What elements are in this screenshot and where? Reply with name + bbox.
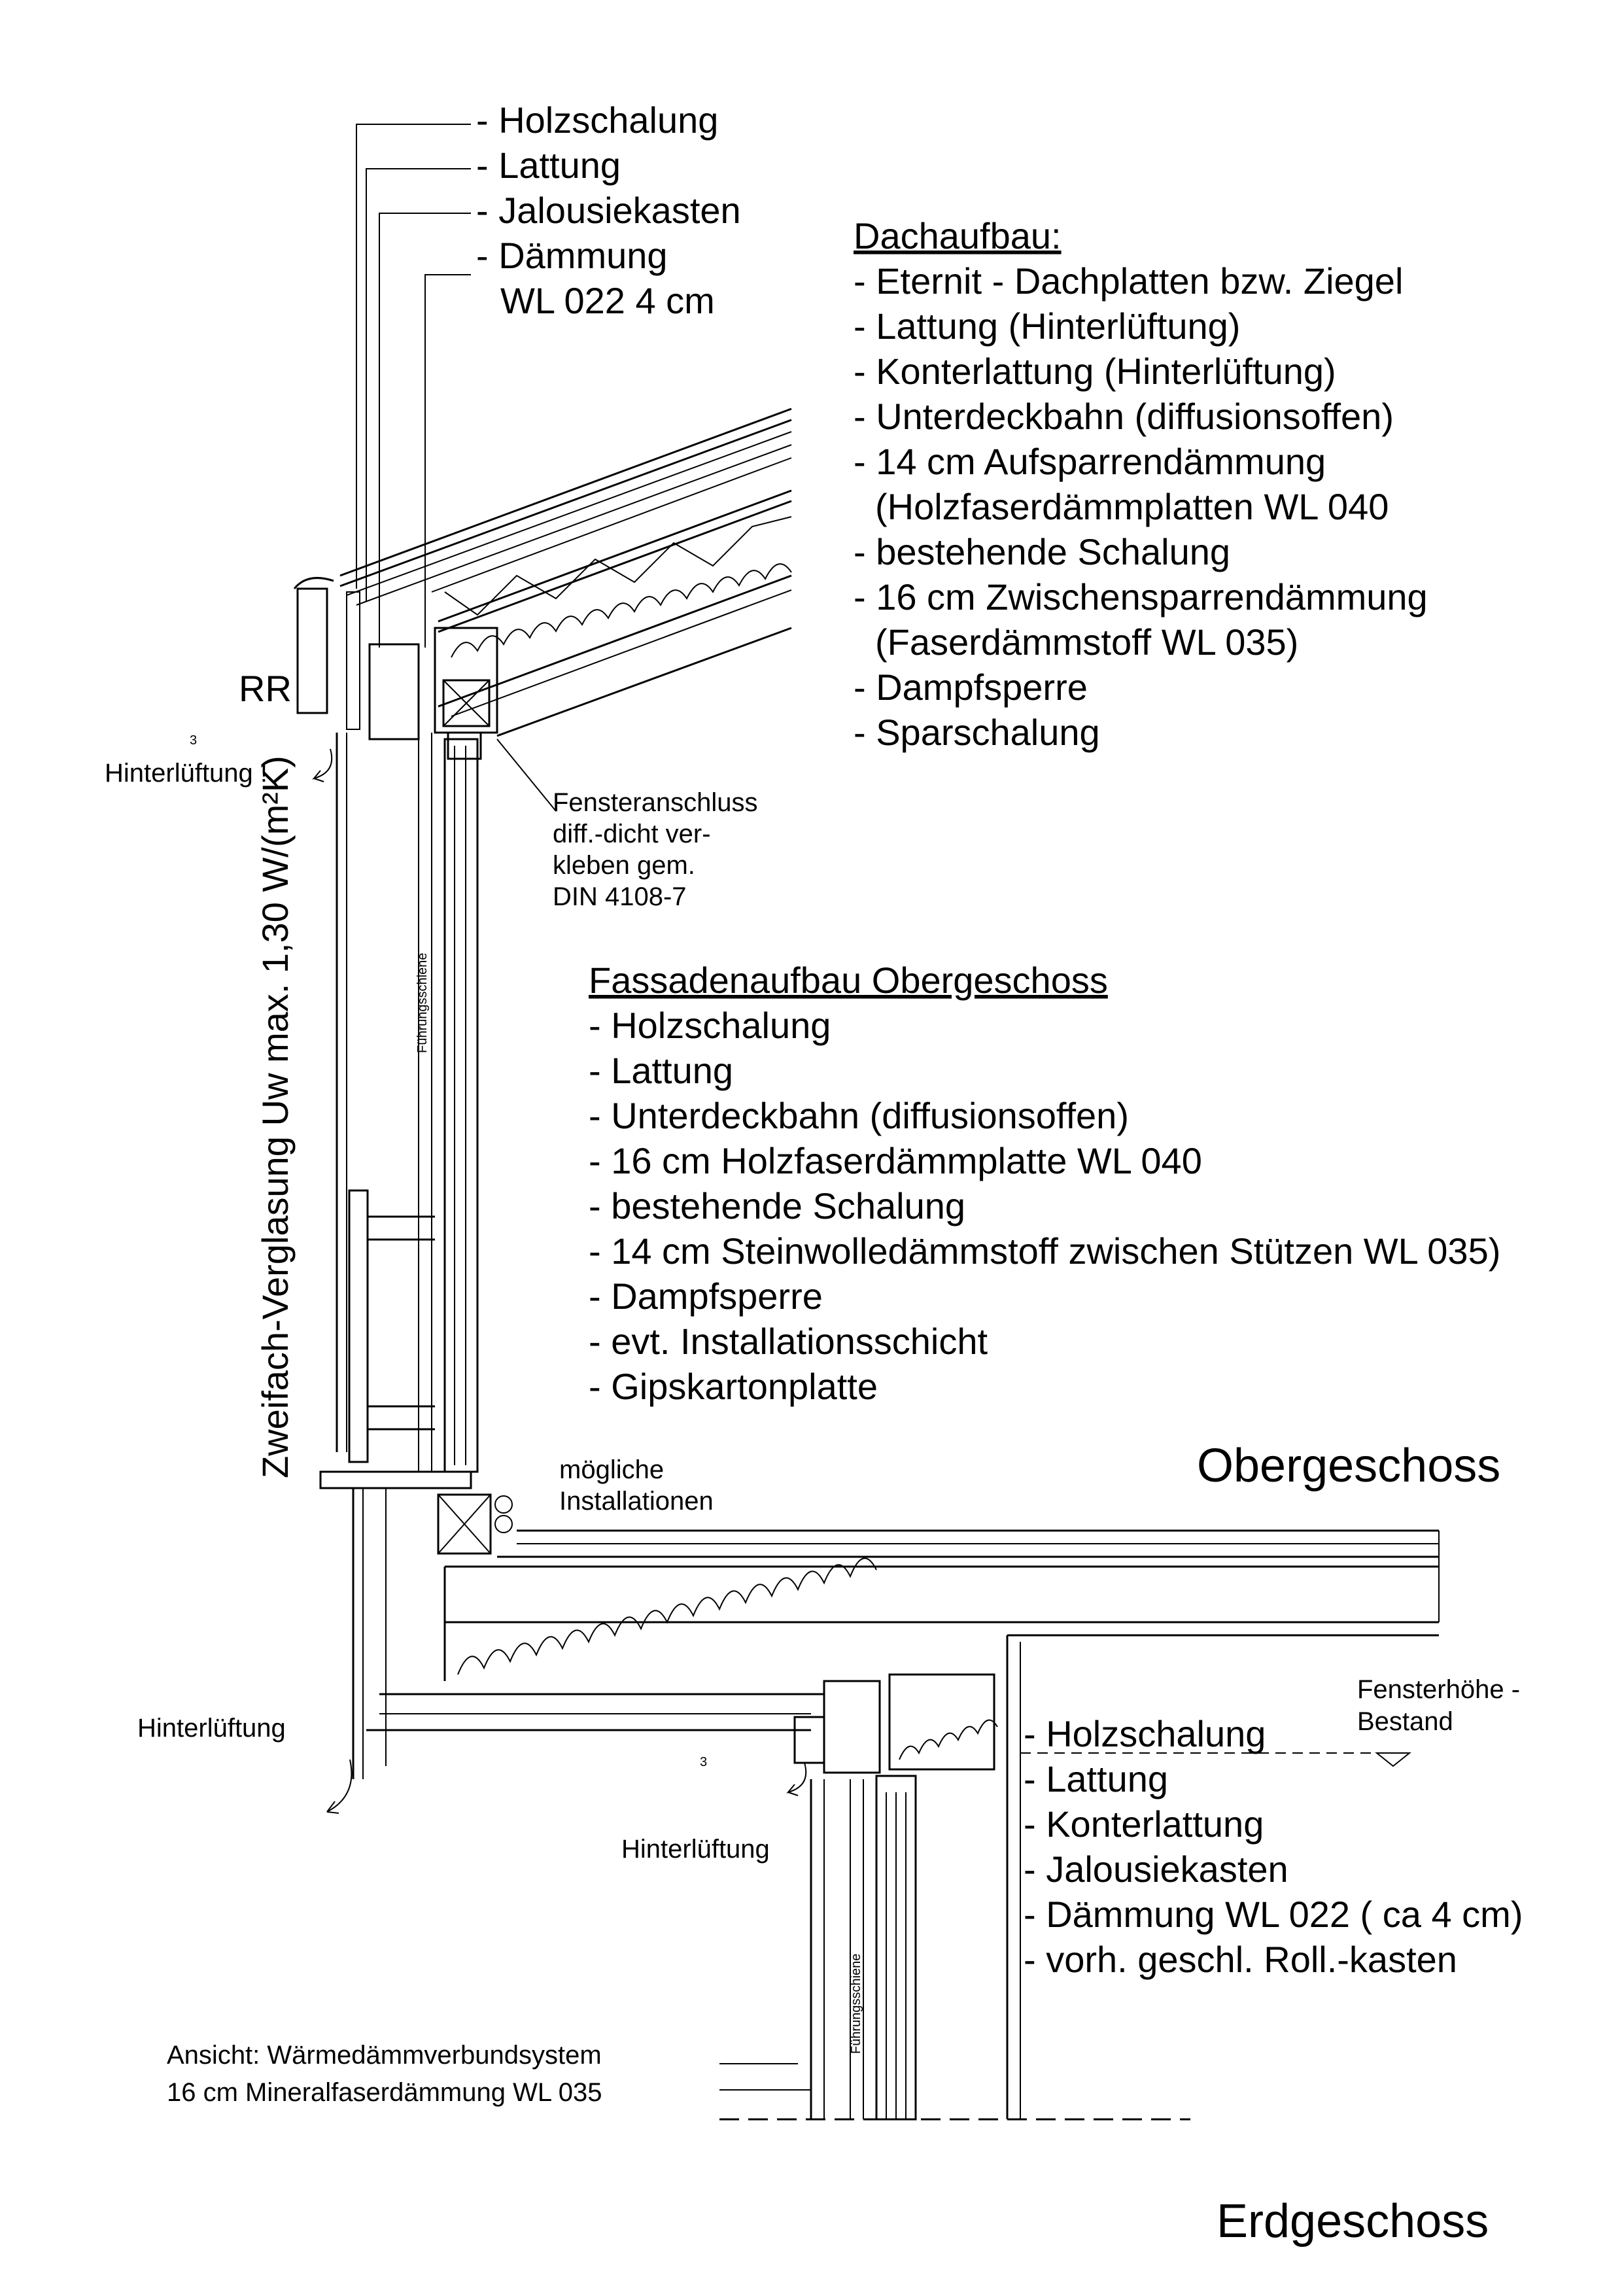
top-left-item-1: - Holzschalung: [476, 99, 718, 141]
dachaufbau-item: - bestehende Schalung: [854, 531, 1230, 572]
fassade-item: - Gipskartonplatte: [589, 1366, 878, 1407]
dachaufbau-item: - Konterlattung (Hinterlüftung): [854, 351, 1336, 392]
roof-section: [293, 408, 792, 740]
hinterlueftung-exclaim: Hinterlüftung !: [105, 759, 268, 788]
bottom-list-item: - Dämmung WL 022 ( ca 4 cm): [1024, 1894, 1523, 1935]
dachaufbau-item: - Unterdeckbahn (diffusionsoffen): [854, 396, 1394, 437]
obergeschoss-label: Obergeschoss: [1197, 1440, 1500, 1492]
fassade-item: - Dampfsperre: [589, 1276, 823, 1317]
top-left-item-3: - Jalousiekasten: [476, 190, 741, 231]
dachaufbau-item: - Eternit - Dachplatten bzw. Ziegel: [854, 260, 1403, 302]
fensteranschluss-line-1: Fensteranschluss: [553, 788, 757, 817]
dachaufbau-item: (Faserdämmstoff WL 035): [875, 621, 1298, 663]
fuehrungsschiene-bottom: Führungsschiene: [849, 1954, 863, 2054]
ansicht-line-2: 16 cm Mineralfaserdämmung WL 035: [167, 2078, 602, 2107]
fassade-block: Fassadenaufbau Obergeschoss - Holzschalu…: [589, 960, 1500, 1407]
dachaufbau-block: Dachaufbau: - Eternit - Dachplatten bzw.…: [854, 215, 1428, 753]
top-left-list: - Holzschalung - Lattung - Jalousiekaste…: [476, 99, 741, 321]
fassade-item: - Lattung: [589, 1050, 733, 1091]
fassade-item: - bestehende Schalung: [589, 1185, 965, 1226]
fensterhoehe-line-1: Fensterhöhe -: [1357, 1675, 1520, 1704]
dachaufbau-item: - Sparschalung: [854, 712, 1100, 753]
leader-lines: [312, 124, 807, 2064]
hinterlueftung-mid: Hinterlüftung: [621, 1835, 770, 1864]
erdgeschoss-label: Erdgeschoss: [1217, 2195, 1489, 2248]
fassade-item: - Holzschalung: [589, 1005, 831, 1046]
annotation-labels: RR 3 Hinterlüftung ! Zweifach-Verglasung…: [105, 668, 1520, 2107]
dachaufbau-title: Dachaufbau:: [854, 215, 1062, 256]
dimension-3-top: 3: [190, 733, 197, 748]
bottom-list-item: - Lattung: [1024, 1758, 1168, 1799]
ansicht-line-1: Ansicht: Wärmedämmverbundsystem: [167, 2041, 602, 2070]
fensteranschluss-line-2: diff.-dicht ver-: [553, 820, 711, 848]
lower-wall-section: [352, 1488, 1411, 2121]
top-left-item-5: WL 022 4 cm: [500, 280, 715, 321]
dachaufbau-item: - 16 cm Zwischensparrendämmung: [854, 576, 1428, 617]
fensteranschluss-line-3: kleben gem.: [553, 851, 695, 880]
hinterlueftung-left: Hinterlüftung: [137, 1714, 286, 1743]
dachaufbau-item: (Holzfaserdämmplatten WL 040: [875, 486, 1389, 527]
bottom-list-item: - Konterlattung: [1024, 1803, 1264, 1845]
bottom-list-block: - Holzschalung - Lattung - Konterlattung…: [1024, 1713, 1523, 1980]
fensterhoehe-line-2: Bestand: [1357, 1707, 1453, 1736]
moegliche-line-1: mögliche: [559, 1455, 664, 1484]
bottom-list-item: - vorh. geschl. Roll.-kasten: [1024, 1939, 1457, 1980]
glazing-label: Zweifach-Verglasung Uw max. 1,30 W/(m²K): [254, 755, 296, 1478]
fuehrungsschiene-top: Führungsschiene: [415, 953, 430, 1053]
fensteranschluss-line-4: DIN 4108-7: [553, 882, 687, 911]
bottom-list-item: - Holzschalung: [1024, 1713, 1266, 1754]
bottom-list-item: - Jalousiekasten: [1024, 1849, 1288, 1890]
dachaufbau-item: - 14 cm Aufsparrendämmung: [854, 441, 1326, 482]
dachaufbau-item: - Dampfsperre: [854, 667, 1088, 708]
dimension-3-bottom: 3: [700, 1755, 707, 1769]
dachaufbau-item: - Lattung (Hinterlüftung): [854, 305, 1240, 347]
fassade-item: - Unterdeckbahn (diffusionsoffen): [589, 1095, 1129, 1136]
rr-label: RR: [239, 668, 292, 709]
upper-wall-section: [336, 731, 482, 1473]
floor-slab: [319, 1470, 1440, 2119]
fassade-title: Fassadenaufbau Obergeschoss: [589, 960, 1108, 1001]
fassade-item: - 16 cm Holzfaserdämmplatte WL 040: [589, 1140, 1202, 1181]
fassade-item: - evt. Installationsschicht: [589, 1321, 988, 1362]
moegliche-line-2: Installationen: [559, 1487, 714, 1516]
top-left-item-2: - Lattung: [476, 145, 621, 186]
fassade-item: - 14 cm Steinwolledämmstoff zwischen Stü…: [589, 1230, 1500, 1272]
top-left-item-4: - Dämmung: [476, 235, 668, 276]
